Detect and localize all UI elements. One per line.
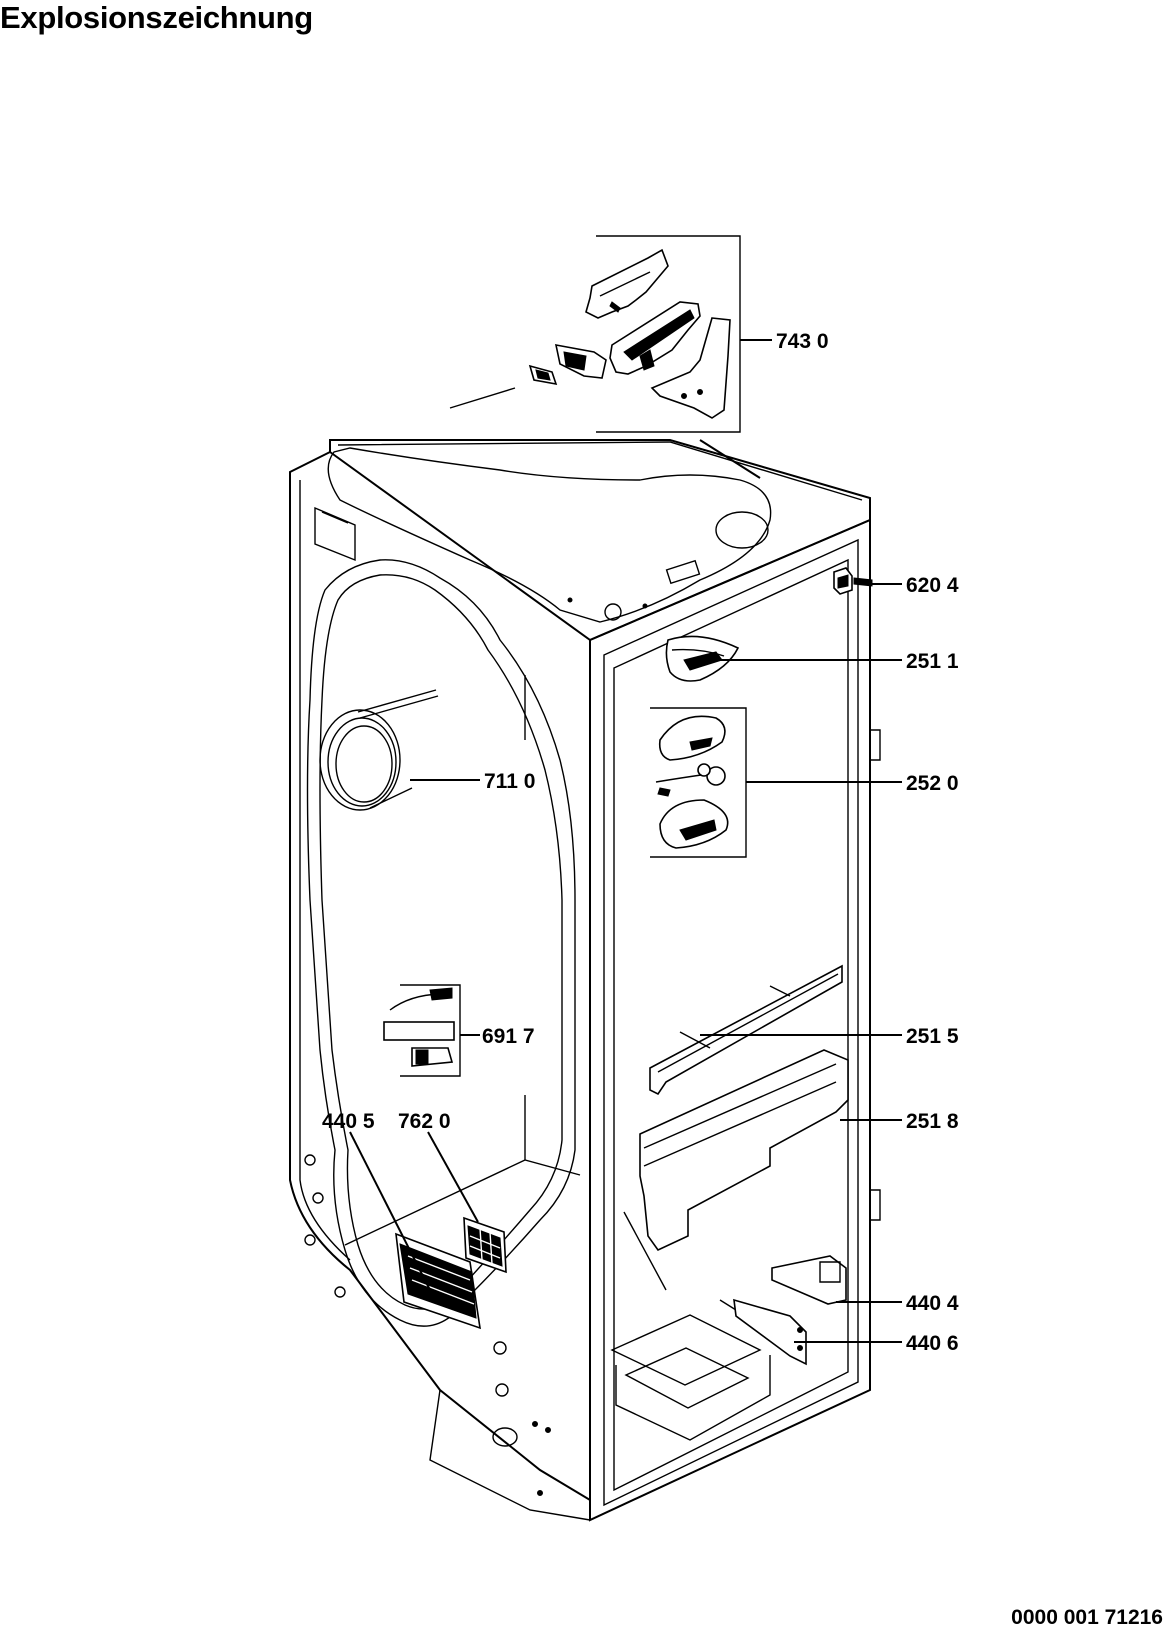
document-number: 0000 001 71216 [1011, 1606, 1163, 1629]
part-440-4-bracket [771, 1255, 847, 1305]
callout-440-4: 440 4 [906, 1292, 959, 1315]
callout-440-5: 440 5 [322, 1110, 375, 1133]
part-251-1-lamp-cover [665, 635, 740, 682]
part-691-7-kit [383, 984, 461, 1077]
callout-620-4: 620 4 [906, 574, 959, 597]
part-251-5-rail [649, 964, 843, 1096]
page-title: Explosionszeichnung [0, 0, 313, 35]
callout-711-0: 711 0 [484, 770, 535, 793]
callout-251-8: 251 8 [906, 1110, 959, 1133]
part-743-0-assembly [449, 235, 761, 479]
part-440-5-grille [395, 1232, 481, 1330]
part-251-8-crossbar [639, 1049, 849, 1252]
leader-lines [349, 339, 902, 1343]
callout-labels: 743 0 620 4 251 1 711 0 252 0 691 7 251 … [322, 330, 959, 1355]
part-252-0-lamp-group [650, 707, 747, 858]
part-620-4-switch [833, 567, 873, 595]
callout-251-1: 251 1 [906, 650, 959, 673]
callout-743-0: 743 0 [776, 330, 829, 353]
part-711-0-coil [319, 689, 439, 811]
cabinet-body [289, 439, 881, 1522]
callout-440-6: 440 6 [906, 1332, 959, 1355]
part-440-6-bracket [733, 1298, 807, 1366]
callout-252-0: 252 0 [906, 772, 959, 795]
callout-251-5: 251 5 [906, 1025, 959, 1048]
part-762-0-filter [463, 1216, 507, 1274]
callout-762-0: 762 0 [398, 1110, 451, 1133]
callout-691-7: 691 7 [482, 1025, 535, 1048]
